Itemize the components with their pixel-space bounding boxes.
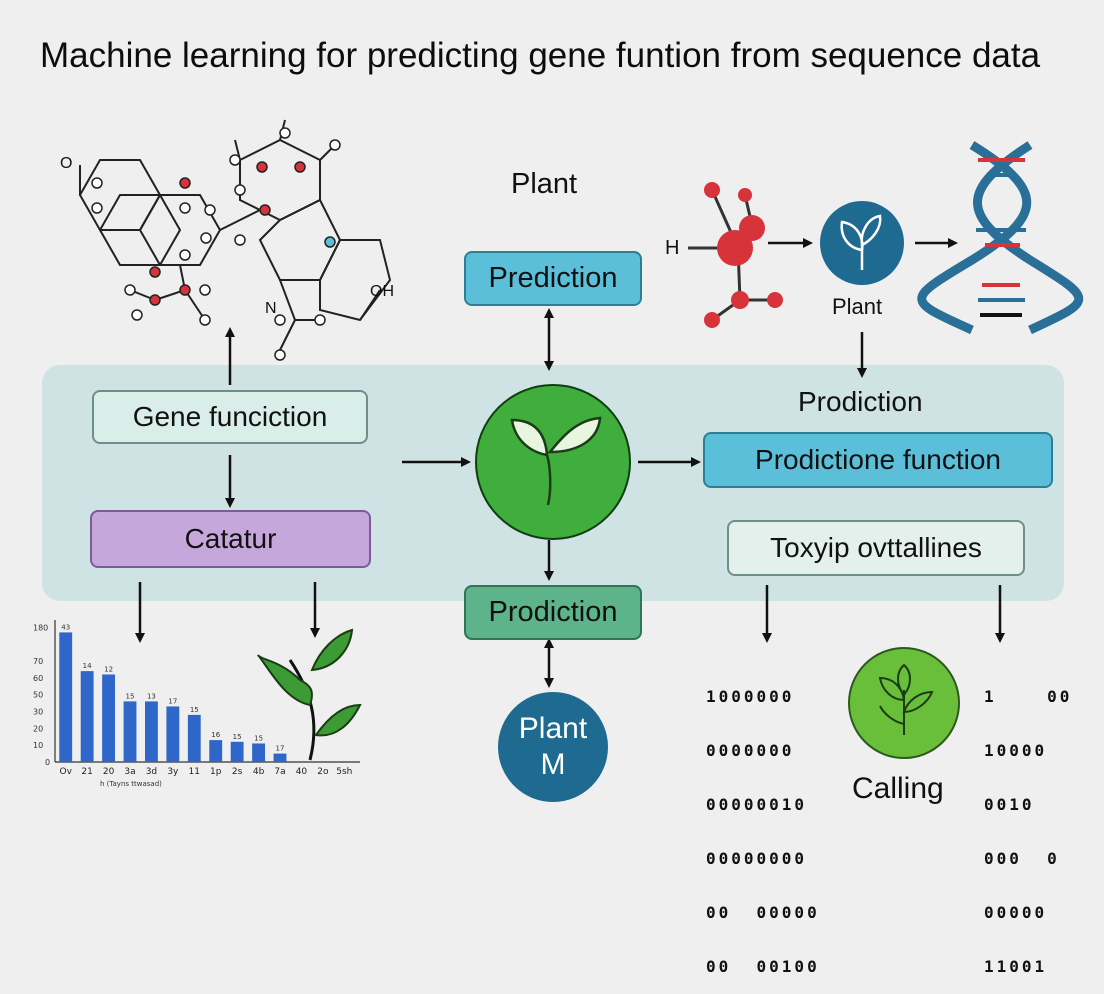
oxygen-label: O [60, 155, 73, 172]
chart-bar [102, 674, 115, 762]
bar-data-label: 14 [83, 662, 92, 670]
prodictione-function-box[interactable]: Prodictione function [703, 432, 1053, 488]
catatur-box[interactable]: Catatur [90, 510, 371, 568]
y-tick-label: 70 [33, 657, 43, 666]
bar-data-label: 15 [126, 692, 135, 700]
calling-sprout-icon [878, 663, 934, 735]
bar-data-label: 17 [168, 697, 177, 705]
chart-bar [59, 632, 73, 762]
y-tick-label: 10 [33, 741, 43, 750]
x-tick-label: 7a [274, 767, 285, 777]
x-tick-label: 2o [317, 767, 329, 777]
binary-right-row: 11001 [984, 957, 1048, 976]
chart-bar [252, 743, 265, 762]
binary-left-row: 0000000 [706, 741, 795, 760]
binary-right-row: 000 0 [984, 849, 1060, 868]
y-tick-label: 30 [33, 708, 43, 717]
binary-right-row: 10000 [984, 741, 1048, 760]
y-tick-label: 20 [33, 724, 43, 733]
bar-data-label: 15 [254, 734, 263, 742]
leaf-plant-icon [257, 628, 362, 761]
x-tick-label: 11 [189, 767, 200, 777]
plant-m-line2: M [540, 748, 566, 781]
x-tick-label: 40 [296, 767, 308, 777]
x-tick-label: 5sh [336, 767, 352, 777]
x-tick-label: 20 [103, 767, 115, 777]
x-tick-label: 21 [81, 767, 92, 777]
prodiction-box[interactable]: Prodiction [464, 585, 642, 640]
plant-heading: Plant [511, 168, 578, 200]
bar-data-label: 43 [61, 623, 70, 631]
chart-bar [145, 701, 158, 762]
y-tick-label: 50 [33, 691, 43, 700]
x-tick-label: Ov [60, 767, 73, 777]
chart-bar [230, 741, 244, 762]
bar-data-label: 17 [276, 745, 285, 753]
chart-bar [123, 701, 137, 762]
bar-data-label: 15 [190, 706, 199, 714]
molecule-icon [688, 182, 783, 328]
y-tick-label: 180 [33, 623, 48, 632]
x-tick-label: 3y [167, 767, 179, 777]
x-tick-label: 3d [146, 767, 157, 777]
binary-right-row: 0010 [984, 795, 1035, 814]
central-plant-circle [475, 384, 631, 540]
y-tick-label: 60 [33, 674, 43, 683]
sprout-icon [840, 214, 882, 270]
chart-bar [166, 706, 180, 762]
chart-bar [273, 753, 287, 762]
x-axis-label: h (Tayns ttwasad) [100, 780, 162, 788]
hydrogen-label: H [665, 237, 680, 259]
page-title: Machine learning for predicting gene fun… [40, 36, 1041, 75]
binary-left-row: 00000000 [706, 849, 808, 868]
chart-bar [80, 671, 94, 762]
plant-icon-label: Plant [832, 294, 883, 319]
chart-bar [187, 714, 201, 762]
toxyip-box[interactable]: Toxyip ovttallines [727, 520, 1025, 576]
gene-function-box[interactable]: Gene funciction [92, 390, 368, 444]
binary-left-row: 00 00100 [706, 957, 820, 976]
x-tick-label: 4b [253, 767, 265, 777]
hydroxyl-label: OH [370, 283, 394, 300]
binary-left-row: 1000000 [706, 687, 795, 706]
bar-data-label: 13 [147, 692, 156, 700]
binary-left-row: 00 00000 [706, 903, 820, 922]
prodiction-heading: Prodiction [798, 386, 923, 417]
bar-data-label: 15 [233, 733, 242, 741]
x-tick-label: 2s [232, 767, 243, 777]
bar-data-label: 16 [211, 731, 220, 739]
y-zero-label: 0 [45, 758, 50, 767]
plant-m-line1: Plant [518, 712, 588, 745]
binary-right-row: 1 00 [984, 687, 1073, 706]
bar-data-label: 12 [104, 665, 113, 673]
binary-block-left: 1000000 0000000 00000010 00000000 00 000… [706, 652, 820, 994]
binary-block-right: 1 00 10000 0010 000 0 00000 11001 [984, 652, 1072, 994]
x-tick-label: 1p [210, 767, 222, 777]
x-tick-label: 3a [124, 767, 135, 777]
leaf-sprout-icon [510, 416, 602, 506]
atom-markers [91, 127, 341, 361]
binary-left-row: 00000010 [706, 795, 808, 814]
binary-right-row: 00000 [984, 903, 1048, 922]
dna-helix-icon [917, 141, 1083, 335]
calling-label: Calling [852, 772, 944, 805]
plant-m-circle[interactable]: Plant M [498, 692, 608, 802]
chart-bar [209, 740, 223, 762]
nitrogen-label: N [265, 300, 277, 317]
prediction-box[interactable]: Prediction [464, 251, 642, 306]
